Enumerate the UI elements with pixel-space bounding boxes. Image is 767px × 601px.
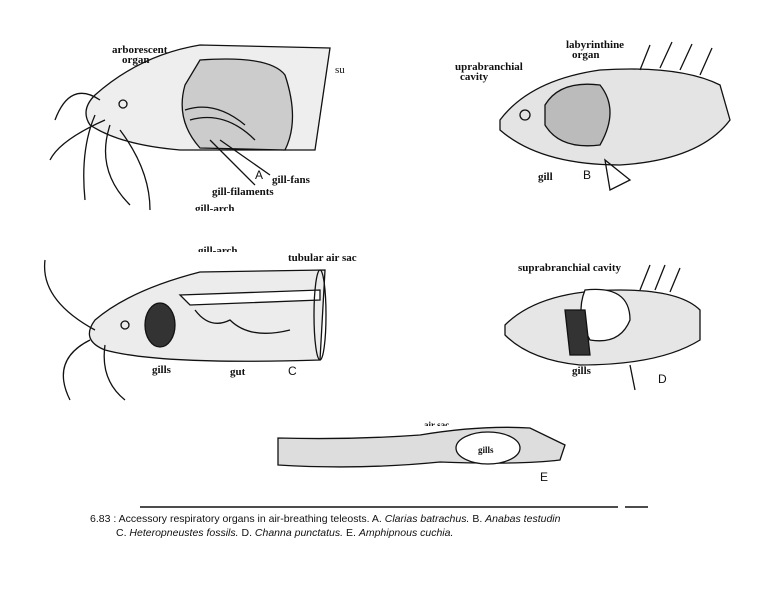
label-gill: gill — [538, 171, 553, 183]
species-e: Amphipnous cuchia. — [358, 527, 454, 539]
species-c: Heteropneustes fossils. — [129, 527, 239, 539]
label-gill-arch-c: gill-arch — [198, 246, 238, 252]
caption-d: D. — [241, 527, 252, 539]
caption-a: A. — [371, 513, 382, 525]
panel-letter-e: E — [540, 470, 549, 484]
caption-b: B. — [472, 513, 483, 525]
caption-line-2: C. Heteropneustes fossils. D. Channa pun… — [116, 527, 453, 539]
amphipnous-drawing — [277, 426, 566, 468]
heteropneustes-drawing — [43, 259, 327, 401]
anabas-drawing — [499, 41, 731, 191]
label-labyrinthine: labyrinthine — [566, 39, 625, 51]
label-arborescent: arborescent — [112, 44, 168, 56]
caption-line-1: 6.83 : Accessory respiratory organs in a… — [90, 513, 560, 525]
label-organ: organ — [122, 54, 150, 66]
label-gills-c: gills — [152, 364, 171, 376]
label-gill-fans: gill-fans — [272, 174, 310, 186]
panel-letter-c: C — [288, 364, 297, 378]
label-tubular-air-sac: tubular air sac — [288, 252, 357, 264]
panel-letter-b: B — [583, 168, 592, 182]
label-suprabranchial: uprabranchial — [455, 61, 523, 73]
clarias-drawing — [49, 44, 331, 211]
label-gills-d: gills — [572, 365, 591, 377]
species-d: Channa punctatus. — [254, 527, 344, 539]
figure-number: 6.83 : — [90, 513, 117, 525]
label-air-sac: air sac — [424, 420, 450, 426]
label-gill-arch: gill-arch — [195, 204, 235, 211]
label-gill-filaments: gill-filaments — [212, 186, 274, 198]
caption-e: E. — [345, 527, 356, 539]
species-b: Anabas testudin — [485, 513, 561, 525]
caption-c: C. — [116, 527, 127, 539]
panel-letter-d: D — [658, 372, 667, 386]
channa-drawing — [504, 264, 701, 391]
label-su: su — [335, 64, 345, 76]
caption-text: Accessory respiratory organs in air-brea… — [118, 513, 370, 525]
label-gills-e: gills — [478, 445, 494, 455]
panel-letter-a: A — [255, 168, 264, 182]
label-organ-b: organ — [572, 49, 600, 61]
label-gut: gut — [230, 366, 246, 378]
label-suprabranchial-cavity: suprabranchial cavity — [518, 262, 621, 274]
label-cavity: cavity — [460, 71, 489, 83]
species-a: Clarias batrachus. — [384, 513, 470, 525]
